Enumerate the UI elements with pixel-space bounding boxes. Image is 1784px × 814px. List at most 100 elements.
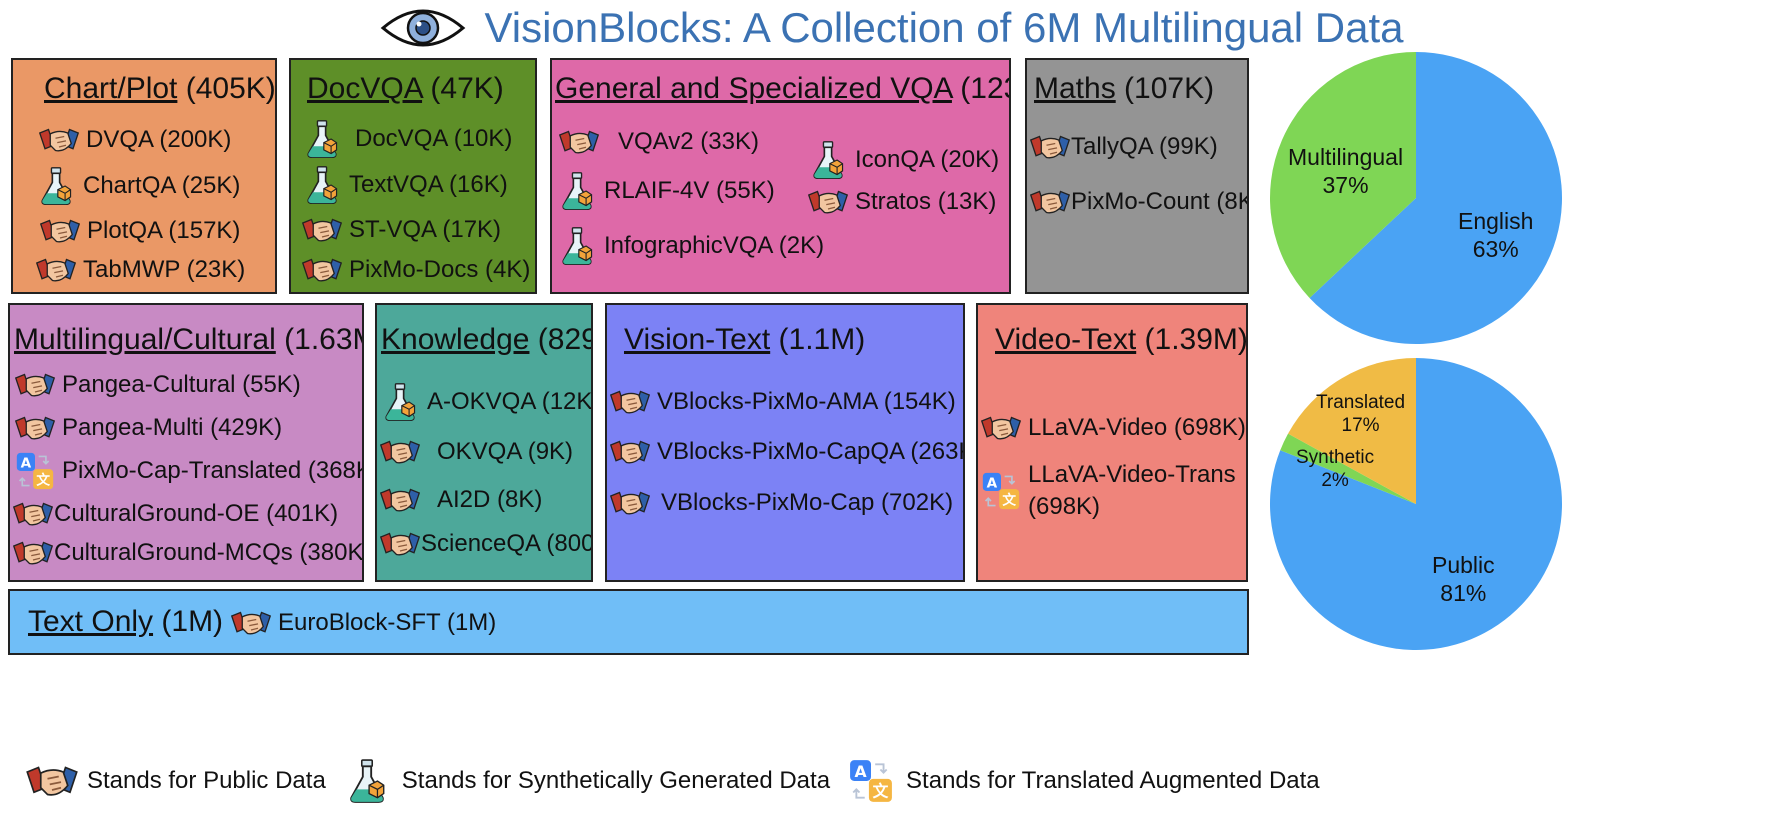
category-heading: Video-Text (1.39M): [995, 323, 1248, 357]
dataset-item: A-OKVQA (12K): [379, 382, 593, 422]
category-chart-plot: Chart/Plot (405K) DVQA (200K) ChartQA (2…: [11, 58, 277, 294]
svg-text:A: A: [987, 475, 998, 491]
slice-label: English: [1458, 208, 1534, 234]
flask-icon: [301, 165, 343, 205]
slice-pct: 81%: [1440, 579, 1487, 606]
category-name: Vision-Text: [624, 323, 771, 356]
dataset-item: IconQA (20K): [807, 140, 999, 180]
handshake-icon: [35, 250, 77, 290]
category-size: (123K): [960, 72, 1009, 105]
dataset-label: OKVQA (9K): [437, 438, 574, 465]
flask-icon: [556, 226, 598, 266]
dataset-label: Pangea-Cultural (55K): [62, 371, 301, 398]
slice-label: Translated: [1316, 392, 1406, 413]
dataset-label: LLaVA-Video (698K): [1028, 414, 1246, 441]
pie-chart-svg: [1270, 52, 1562, 344]
category-text-only: Text Only (1M) EuroBlock-SFT (1M): [8, 589, 1249, 655]
slice-label: Public: [1432, 552, 1495, 578]
slice-label: Multilingual: [1288, 144, 1404, 170]
pie-slice-english: [1309, 52, 1562, 344]
dataset-label: IconQA (20K): [855, 146, 1000, 173]
dataset-item: PlotQA (157K): [39, 211, 240, 251]
slice-pct: 17%: [1341, 414, 1380, 436]
handshake-icon: [558, 122, 600, 162]
legend-item-public: Stands for Public Data: [25, 758, 326, 804]
category-heading: DocVQA (47K): [307, 72, 504, 106]
dataset-item: PixMo-Docs (4K): [301, 250, 530, 290]
dataset-item: TallyQA (99K): [1029, 127, 1218, 167]
handshake-icon: [379, 524, 421, 564]
category-general-vqa: General and Specialized VQA (123K) VQAv2…: [550, 58, 1011, 294]
svg-text:文: 文: [873, 782, 889, 801]
dataset-label: PlotQA (157K): [87, 217, 241, 244]
pie-slice-synthetic: [1280, 433, 1416, 504]
category-name: Chart/Plot: [44, 72, 178, 105]
handshake-icon: [1029, 127, 1071, 167]
svg-text:A: A: [21, 455, 32, 471]
dataset-item: VQAv2 (33K): [558, 122, 759, 162]
category-size: (829K): [537, 323, 591, 356]
flask-icon: [807, 140, 849, 180]
dataset-label: TallyQA (99K): [1071, 133, 1218, 160]
flask-icon: [379, 382, 421, 422]
dataset-label: EuroBlock-SFT (1M): [278, 609, 497, 636]
handshake-icon: [14, 408, 56, 448]
dataset-label: ScienceQA (800): [421, 530, 593, 557]
dataset-label: A-OKVQA (12K): [427, 388, 593, 415]
dataset-label: AI2D (8K): [437, 486, 543, 513]
dataset-label: DVQA (200K): [86, 126, 232, 153]
handshake-icon: [301, 210, 343, 250]
category-maths: Maths (107K) TallyQA (99K) PixMo-Count (…: [1025, 58, 1249, 294]
handshake-icon: [39, 211, 81, 251]
svg-text:A: A: [855, 762, 868, 781]
svg-text:文: 文: [36, 472, 50, 489]
legend-label: Stands for Synthetically Generated Data: [401, 767, 831, 794]
dataset-item: InfographicVQA (2K): [556, 226, 824, 266]
category-heading: Text Only (1M): [28, 605, 223, 639]
dataset-label: InfographicVQA (2K): [604, 232, 825, 259]
legend: Stands for Public Data Stands for Synthe…: [25, 758, 1334, 804]
handshake-icon: [230, 603, 272, 643]
dataset-item: Pangea-Multi (429K): [14, 408, 282, 448]
handshake-icon: [1029, 182, 1071, 222]
dataset-label: VQAv2 (33K): [618, 128, 759, 155]
handshake-icon: [25, 758, 79, 804]
category-size: (107K): [1124, 72, 1215, 105]
handshake-icon: [38, 120, 80, 160]
category-heading: Knowledge (829K): [381, 323, 591, 357]
category-size: (1.39M): [1144, 323, 1248, 356]
dataset-item: VBlocks-PixMo-Cap (702K): [609, 483, 953, 523]
dataset-label: ST-VQA (17K): [349, 216, 502, 243]
slice-pct: 37%: [1322, 171, 1369, 198]
category-name: DocVQA: [307, 72, 423, 105]
category-name: Video-Text: [995, 323, 1137, 356]
dataset-item: CulturalGround-OE (401K): [12, 494, 338, 534]
category-size: (1.63M): [284, 323, 362, 356]
category-size: (1M): [161, 605, 224, 638]
dataset-label: RLAIF-4V (55K): [604, 177, 775, 204]
pie-chart-svg: [1270, 358, 1562, 650]
dataset-label: CulturalGround-MCQs (380K): [54, 539, 364, 566]
dataset-item: RLAIF-4V (55K): [556, 171, 775, 211]
slice-pct: 2%: [1321, 469, 1349, 491]
category-heading: Vision-Text (1.1M): [624, 323, 865, 357]
dataset-item: PixMo-Count (8K): [1029, 182, 1247, 222]
dataset-label: VBlocks-PixMo-Cap (702K): [661, 489, 954, 516]
dataset-label: TabMWP (23K): [83, 256, 246, 283]
category-multilingual-cultural: Multilingual/Cultural (1.63M) Pangea-Cul…: [8, 303, 364, 582]
slice-pct: 63%: [1472, 235, 1519, 262]
dataset-label: PixMo-Cap-Translated (368K): [62, 457, 364, 484]
dataset-item: VBlocks-PixMo-AMA (154K): [609, 382, 956, 422]
handshake-icon: [807, 182, 849, 222]
legend-label: Stands for Public Data: [87, 767, 326, 794]
